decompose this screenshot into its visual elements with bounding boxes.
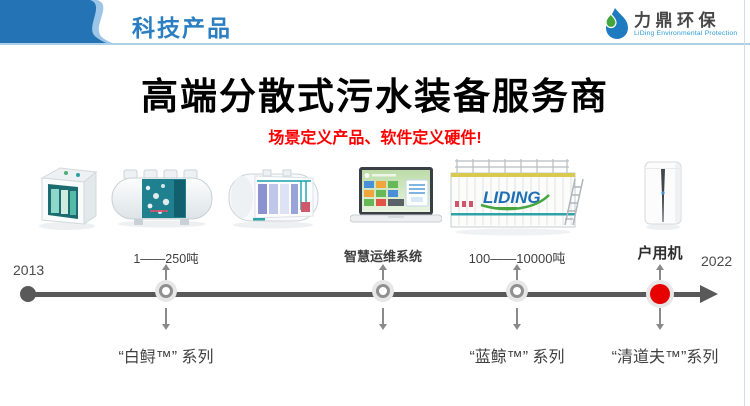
milestone-dot [159, 284, 173, 298]
product-image-tank-cutaway [228, 169, 319, 229]
timeline-end-year: 2022 [701, 253, 733, 269]
up-arrow-icon [379, 264, 387, 270]
up-arrow-icon [513, 264, 521, 270]
up-arrow-icon [656, 264, 664, 270]
milestone-dot [376, 284, 390, 298]
tagline: 场景定义产品、软件定义硬件! [268, 130, 482, 147]
slide-edge-line [744, 0, 745, 406]
down-arrow-icon [162, 324, 170, 330]
timeline-arrowhead [700, 285, 718, 303]
water-drop-icon [605, 8, 628, 39]
timeline-start-year: 2013 [13, 262, 45, 278]
down-arrow-line [516, 308, 518, 324]
up-arrow-line [659, 270, 661, 280]
up-arrow-line [382, 270, 384, 280]
down-arrow-icon [656, 324, 664, 330]
product-image-cylindrical-tank [111, 169, 213, 228]
up-arrow-line [516, 270, 518, 280]
down-arrow-line [165, 308, 167, 324]
company-name: 力鼎环保 [634, 11, 720, 30]
milestone-dot-red [650, 284, 670, 304]
milestone-dot [510, 284, 524, 298]
timeline-axis [27, 292, 703, 297]
milestone-label: 1——250吨 [133, 252, 199, 266]
product-image-smart-om-laptop [350, 167, 442, 223]
header-corner-shape [0, 0, 120, 44]
series-label: “蓝鲸™” 系列 [469, 349, 565, 366]
up-arrow-icon [162, 264, 170, 270]
milestone-label: 户用机 [637, 245, 683, 262]
header-divider [0, 43, 750, 45]
product-image-household-unit [644, 161, 682, 230]
container-logo-text: LIDING [483, 188, 541, 207]
section-title: 科技产品 [132, 15, 232, 41]
product-image-buried-tank [39, 167, 98, 230]
down-arrow-icon [379, 324, 387, 330]
down-arrow-icon [513, 324, 521, 330]
main-title: 高端分散式污水装备服务商 [141, 76, 609, 117]
series-label: “清道夫™”系列 [611, 349, 719, 366]
up-arrow-line [165, 270, 167, 280]
series-label: “白鲟™” 系列 [118, 349, 214, 366]
milestone-label: 100——10000吨 [468, 251, 566, 266]
down-arrow-line [382, 308, 384, 324]
down-arrow-line [659, 308, 661, 324]
product-image-container-plant: LIDING [450, 159, 584, 236]
company-name-english: LiDing Environmental Protection [634, 30, 738, 37]
timeline-start-dot [20, 286, 36, 302]
milestone-label: 智慧运维系统 [343, 249, 423, 264]
company-logo: 力鼎环保 LiDing Environmental Protection [601, 7, 737, 41]
